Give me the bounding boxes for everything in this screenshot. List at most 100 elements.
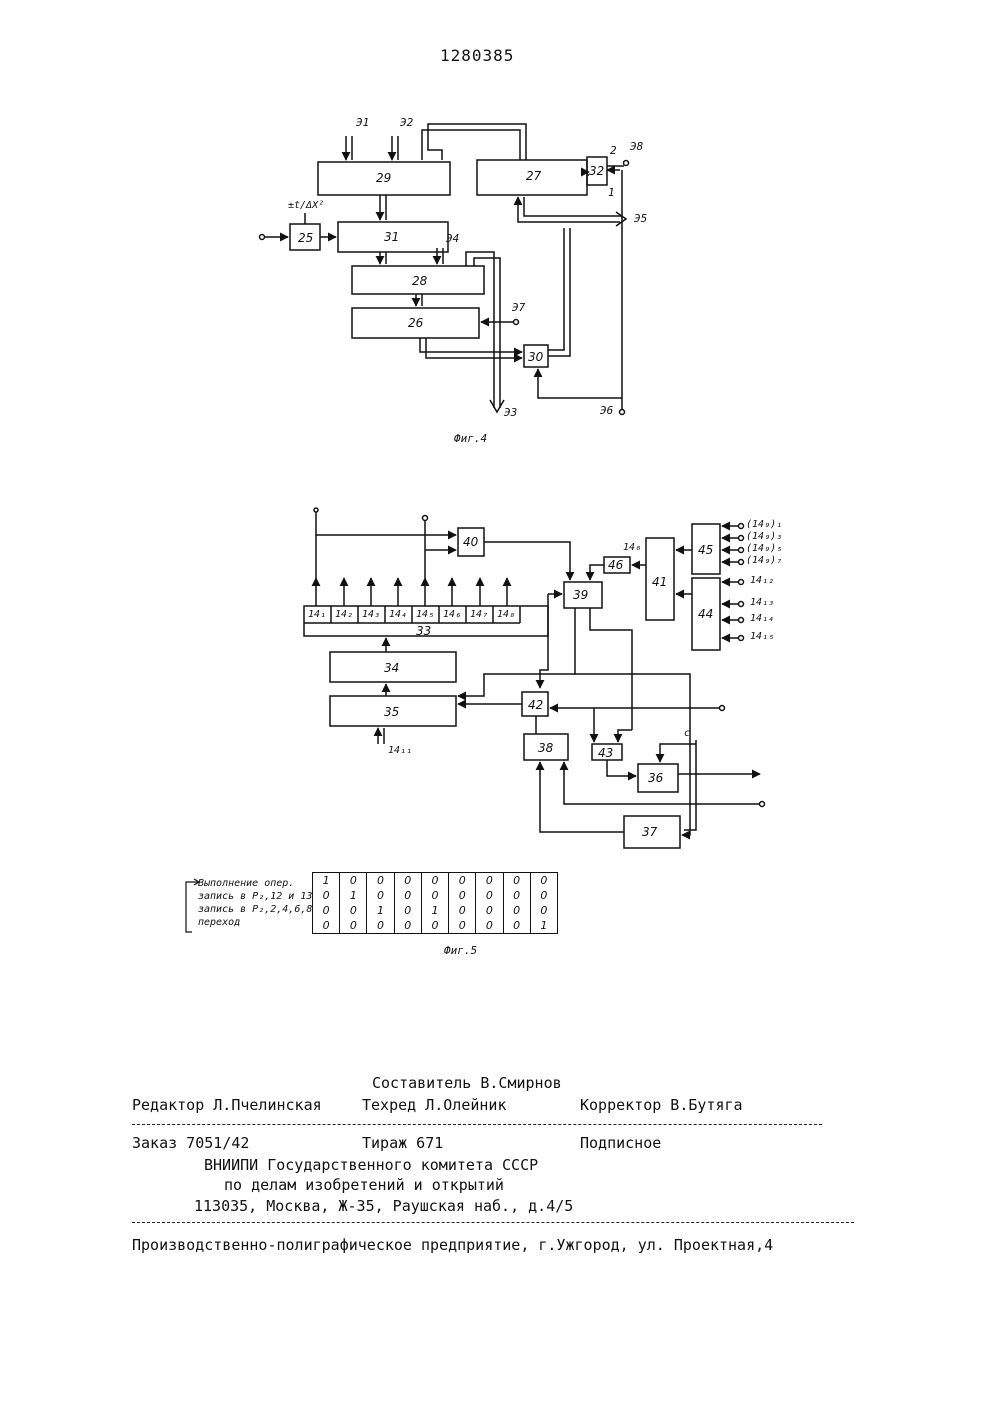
row-label-4: переход <box>198 917 310 930</box>
editor-line: Редактор Л.Пчелинская <box>132 1096 322 1114</box>
org-line-1: ВНИИПИ Государственного комитета СССР <box>204 1156 538 1174</box>
table-bracket <box>180 876 200 936</box>
techred-line: Техред Л.Олейник <box>362 1096 507 1114</box>
table-cell: 0 <box>404 905 411 917</box>
signal-i4: Э4 <box>446 232 459 245</box>
signal-dt: ±t/ΔX² <box>288 200 324 211</box>
signal-i5: Э5 <box>634 212 647 225</box>
table-cell: 0 <box>459 920 466 932</box>
table-cell: 0 <box>513 875 520 887</box>
table-cell: 0 <box>431 875 438 887</box>
register-cell-6: 14₆ <box>443 609 461 620</box>
table-cell: 0 <box>540 905 547 917</box>
table-cell: 0 <box>513 920 520 932</box>
table-cell: 0 <box>377 890 384 902</box>
block-39-label: 39 <box>573 588 588 602</box>
table-cell: 0 <box>540 890 547 902</box>
block-45-label: 45 <box>698 543 713 557</box>
table-cell: 0 <box>486 905 493 917</box>
table-cell: 1 <box>431 905 438 917</box>
printer-line: Производственно-полиграфическое предприя… <box>132 1236 773 1254</box>
table-cell: 0 <box>513 905 520 917</box>
port-2: 2 <box>610 144 617 157</box>
table-cell: 0 <box>459 875 466 887</box>
table-cell: 0 <box>323 905 330 917</box>
block-29-label: 29 <box>376 171 391 185</box>
address-line: 113035, Москва, Ж-35, Раушская наб., д.4… <box>194 1197 573 1215</box>
table-cell: 1 <box>323 875 330 887</box>
signal-i1: Э1 <box>356 116 369 129</box>
input-44-12: 14₁₂ <box>750 575 774 586</box>
table-column: 0 0 0 0 <box>503 873 530 933</box>
figure-4-caption: Фиг.4 <box>454 432 487 445</box>
figure-5-diagram: 33 34 35 40 39 46 41 45 44 42 38 43 36 3… <box>0 490 1000 860</box>
block-41-label: 41 <box>652 575 667 589</box>
table-cell: 0 <box>350 905 357 917</box>
table-cell: 0 <box>486 875 493 887</box>
signal-i7: Э7 <box>512 301 525 314</box>
input-14-11-label: 14₁₁ <box>388 745 412 756</box>
register-cell-7: 14₇ <box>470 609 488 620</box>
table-cell: 1 <box>540 920 547 932</box>
table-cell: 0 <box>404 890 411 902</box>
input-44-13: 14₁₃ <box>750 597 774 608</box>
block-44-label: 44 <box>698 607 713 621</box>
port-1: 1 <box>608 186 615 199</box>
block-43-label: 43 <box>598 746 613 760</box>
block-42-label: 42 <box>528 698 543 712</box>
block-35-label: 35 <box>384 705 399 719</box>
block-25-label: 25 <box>298 231 313 245</box>
block-30-label: 30 <box>528 350 544 364</box>
block-26-label: 26 <box>408 316 424 330</box>
table-column: 0 0 0 1 <box>530 873 557 933</box>
table-cell: 0 <box>377 875 384 887</box>
compiler-line: Составитель В.Смирнов <box>372 1074 562 1092</box>
register-cell-3: 14₃ <box>362 609 380 620</box>
table-cell: 0 <box>404 875 411 887</box>
table-column: 0010 <box>421 873 448 933</box>
org-line-2: по делам изобретений и открытий <box>224 1176 504 1194</box>
input-44-14: 14₁₄ <box>750 613 774 624</box>
signal-i8: Э8 <box>630 140 643 153</box>
table-cell: 0 <box>459 890 466 902</box>
divider-1 <box>132 1124 822 1125</box>
row-label-1: Выполнение опер. <box>198 878 310 891</box>
input-45-3: (14₉)₃ <box>746 531 782 542</box>
truth-table: 100001000010000000100000000000000001 <box>312 872 558 934</box>
register-cell-8: 14₈ <box>497 609 515 620</box>
row-label-3: запись в Р₂,2,4,6,8 <box>198 904 310 917</box>
table-column: 0000 <box>475 873 502 933</box>
block-40-label: 40 <box>463 535 479 549</box>
table-cell: 0 <box>377 920 384 932</box>
block-28-label: 28 <box>412 274 428 288</box>
table-cell: 1 <box>350 890 357 902</box>
table-column: 0010 <box>366 873 393 933</box>
table-cell: 0 <box>404 920 411 932</box>
signal-i2: Э2 <box>400 116 413 129</box>
register-cell-4: 14₄ <box>389 609 407 620</box>
block-32-label: 32 <box>589 164 604 178</box>
block-38-label: 38 <box>538 741 554 755</box>
input-45-1: (14₉)₁ <box>746 519 782 530</box>
table-row-labels: Выполнение опер. запись в Р₂,12 и 13 зап… <box>198 878 310 930</box>
input-45-5: (14₉)₅ <box>746 543 782 554</box>
table-cell: 0 <box>350 920 357 932</box>
block-46-label: 46 <box>608 558 624 572</box>
table-column: 1000 <box>313 873 339 933</box>
input-44-15: 14₁₅ <box>750 631 774 642</box>
table-cell: 0 <box>323 920 330 932</box>
register-cell-2: 14₂ <box>335 609 353 620</box>
table-cell: 0 <box>540 875 547 887</box>
block-27-label: 27 <box>526 169 542 183</box>
row-label-2: запись в Р₂,12 и 13 <box>198 891 310 904</box>
table-cell: 0 <box>350 875 357 887</box>
block-33-label: 33 <box>416 624 431 638</box>
signal-i3: Э3 <box>504 406 517 419</box>
table-cell: 0 <box>459 905 466 917</box>
table-cell: 0 <box>513 890 520 902</box>
table-cell: 0 <box>486 890 493 902</box>
block-34-label: 34 <box>384 661 399 675</box>
input-45-7: (14₉)₇ <box>746 555 782 566</box>
signal-i6: Э6 <box>600 404 613 417</box>
figure-5-caption: Фиг.5 <box>444 944 477 957</box>
